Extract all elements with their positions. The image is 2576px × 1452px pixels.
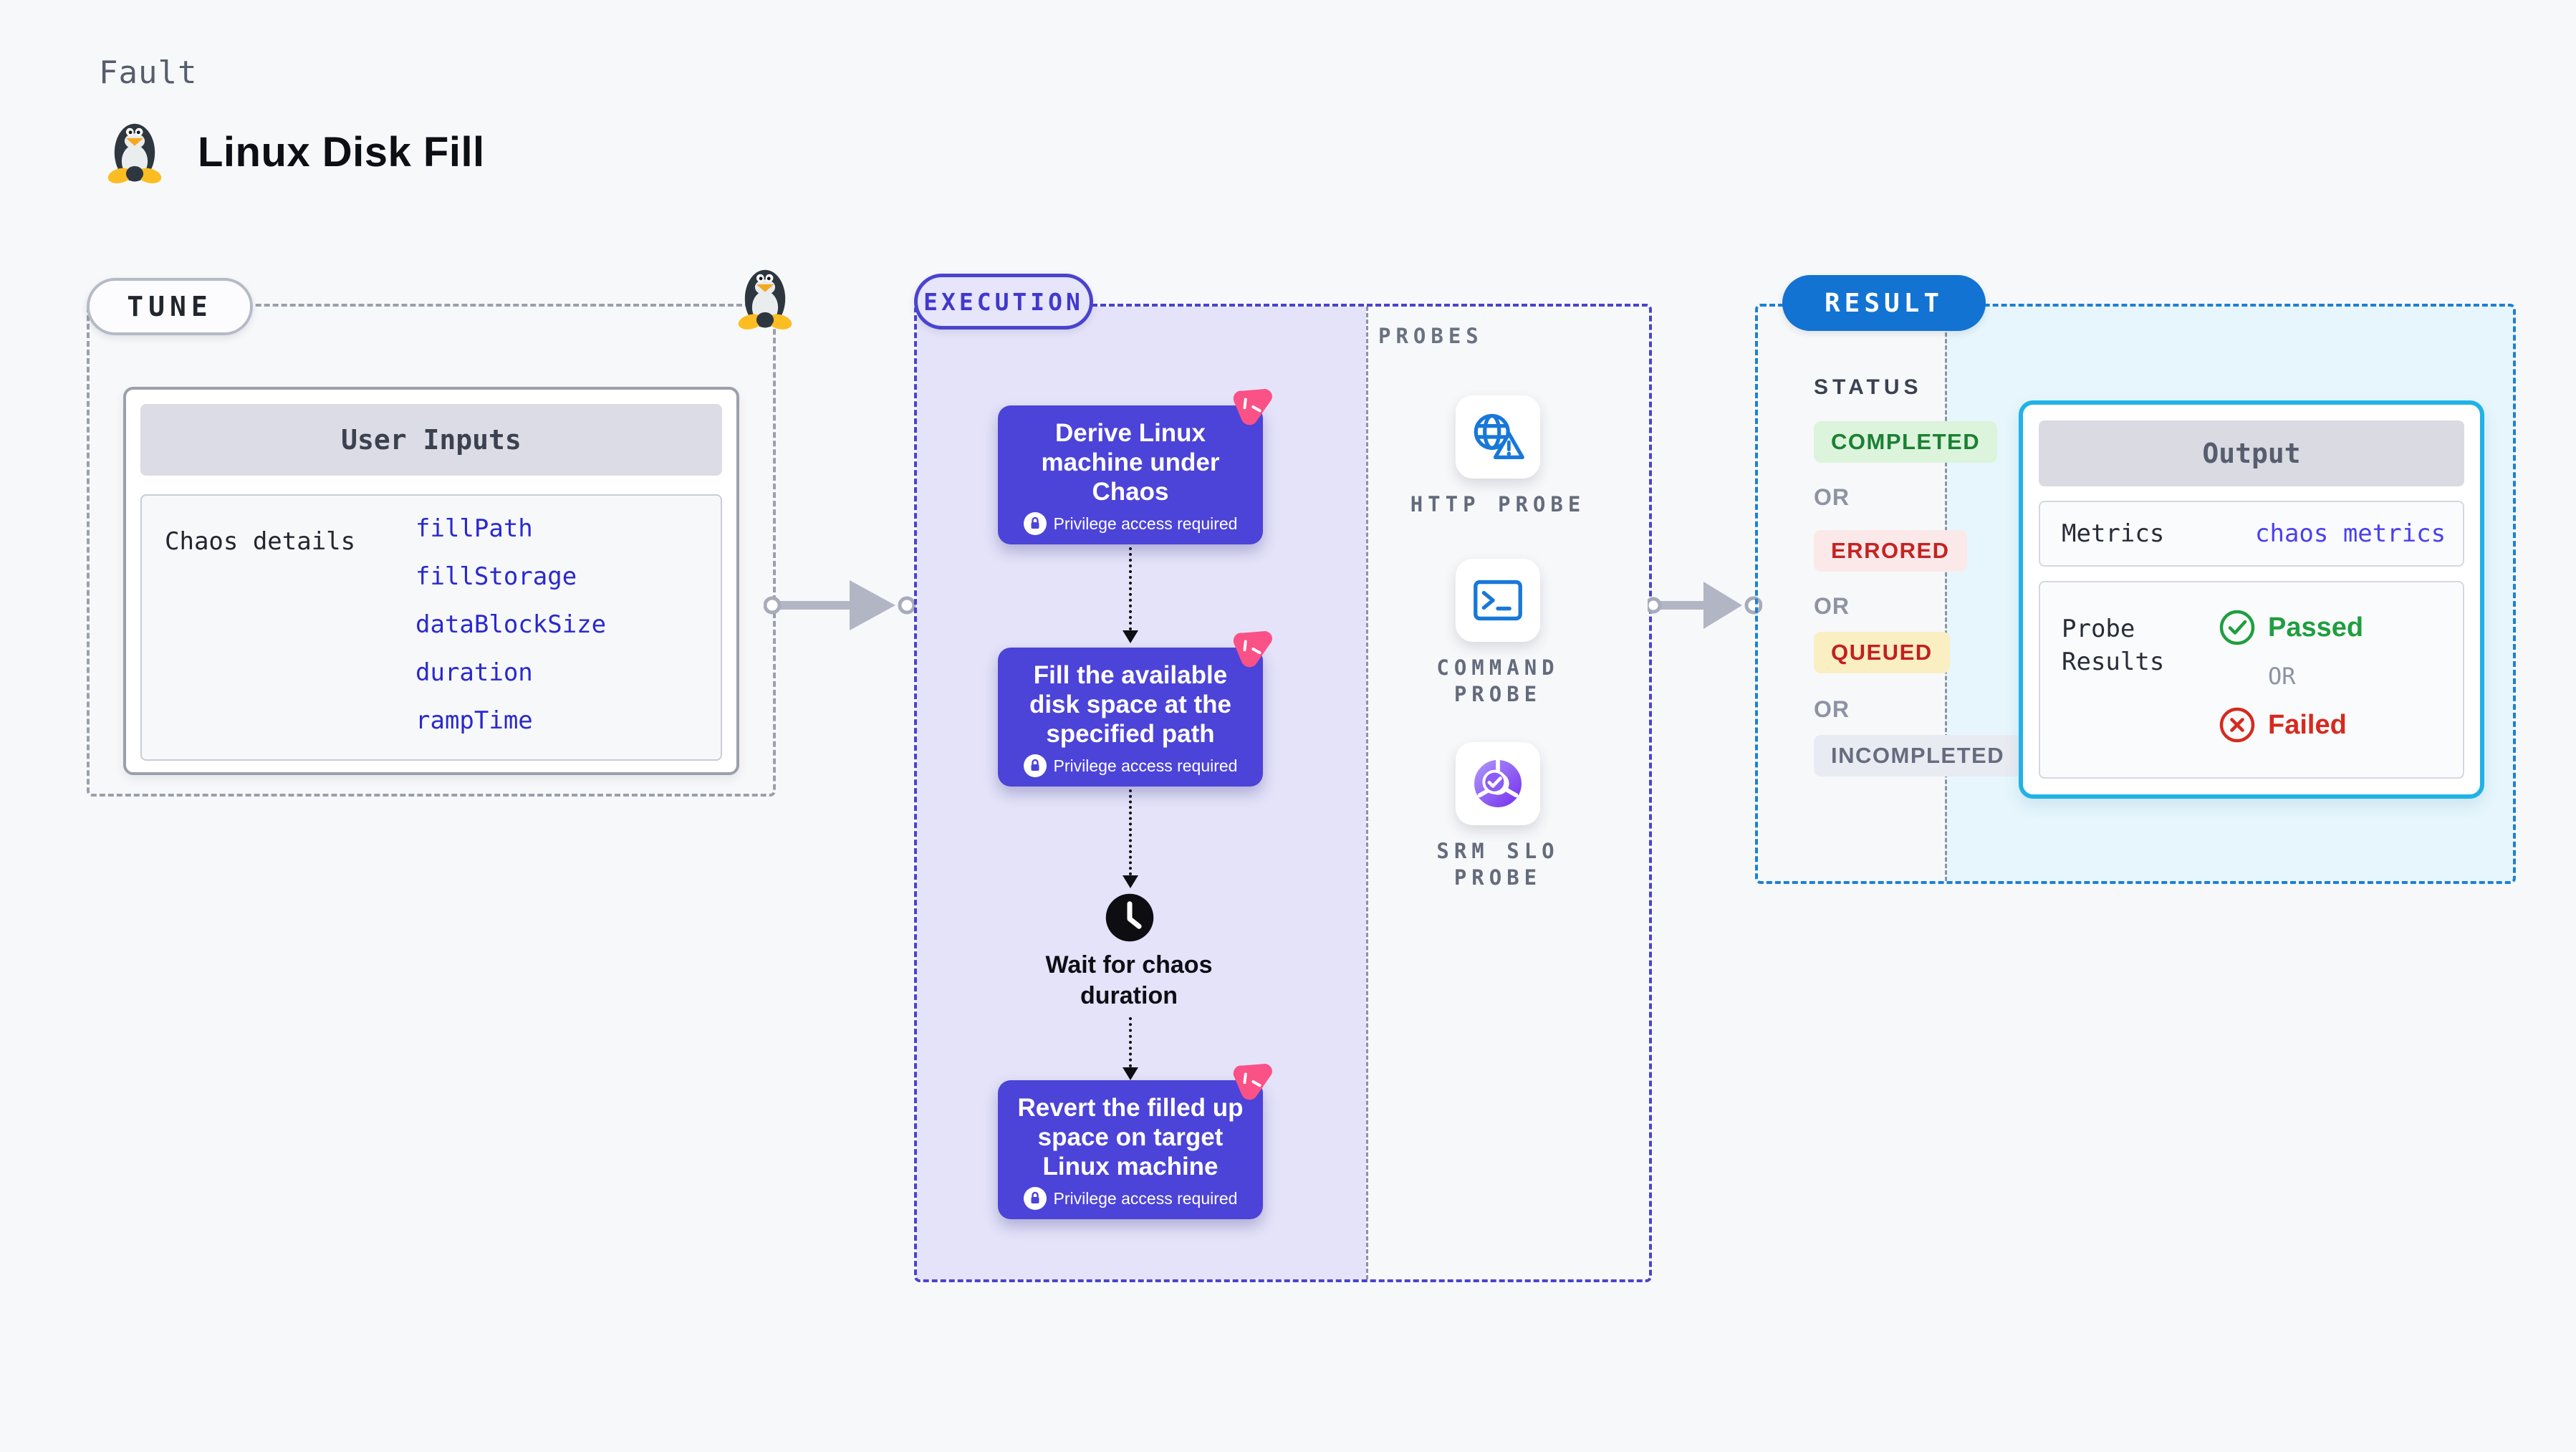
failed-label: Failed	[2268, 709, 2347, 740]
step-card-fill-disk: Fill the available disk space at the spe…	[998, 630, 1272, 787]
status-badge-errored: ERRORED	[1814, 530, 1967, 572]
probe-results-label: Probe Results	[2062, 615, 2165, 676]
chaos-input-list: fillPath fillStorage dataBlockSize durat…	[415, 514, 606, 735]
execution-section-label: EXECUTION	[914, 274, 1093, 330]
tune-section-box	[87, 304, 776, 797]
chaos-badge-icon	[1231, 387, 1273, 427]
user-inputs-card: User Inputs Chaos details fillPath fillS…	[123, 387, 739, 775]
tune-to-execution-arrow	[764, 573, 918, 638]
input-link-fillstorage[interactable]: fillStorage	[415, 562, 577, 591]
or-separator: OR	[1814, 696, 1850, 722]
output-header: Output	[2039, 420, 2464, 486]
tune-section-label: TUNE	[87, 278, 253, 335]
command-probe-card[interactable]	[1456, 559, 1540, 642]
x-circle-icon	[2218, 706, 2257, 744]
or-separator: OR	[1814, 593, 1850, 619]
passed-label: Passed	[2268, 612, 2364, 643]
status-heading: STATUS	[1814, 375, 1923, 399]
chaos-metrics-link[interactable]: chaos metrics	[2255, 519, 2446, 548]
wait-step-label: Wait for chaos duration	[1045, 951, 1213, 1009]
tux-penguin-icon	[105, 116, 165, 183]
metrics-row: Metrics chaos metrics	[2039, 501, 2464, 567]
or-separator: OR	[2268, 663, 2296, 690]
probes-divider	[1366, 307, 1368, 1279]
user-inputs-header: User Inputs	[140, 404, 722, 476]
input-link-fillpath[interactable]: fillPath	[415, 514, 533, 543]
step-connector	[1129, 1017, 1132, 1067]
connector-arrowhead-icon	[1123, 1067, 1138, 1080]
user-inputs-body: Chaos details fillPath fillStorage dataB…	[140, 494, 722, 761]
privilege-note: Privilege access required	[1053, 1188, 1238, 1208]
metrics-label: Metrics	[2062, 519, 2165, 548]
connector-arrowhead-icon	[1123, 630, 1138, 643]
terminal-icon	[1471, 579, 1524, 622]
step-title: Fill the available disk space at the spe…	[1029, 661, 1232, 748]
privilege-note: Privilege access required	[1053, 756, 1238, 775]
input-link-ramptime[interactable]: rampTime	[415, 706, 533, 735]
result-section-label: RESULT	[1782, 275, 1986, 331]
step-title: Derive Linux machine under Chaos	[1041, 419, 1220, 506]
step-card-derive-machine: Derive Linux machine under Chaos Privile…	[998, 388, 1272, 544]
privilege-note: Privilege access required	[1053, 514, 1238, 533]
lock-icon	[1023, 1187, 1047, 1210]
lock-icon	[1023, 754, 1047, 777]
http-probe-card[interactable]	[1456, 395, 1540, 479]
srm-slo-probe-label: SRM SLO PROBE	[1436, 839, 1559, 890]
output-card: Output Metrics chaos metrics Probe Resul…	[2019, 400, 2484, 799]
chaos-badge-icon	[1231, 1062, 1273, 1102]
check-circle-icon	[2218, 608, 2257, 647]
connector-arrowhead-icon	[1123, 875, 1138, 888]
globe-alert-icon	[1470, 410, 1526, 463]
input-link-duration[interactable]: duration	[415, 658, 533, 687]
step-card-revert-space: Revert the filled up space on target Lin…	[998, 1063, 1272, 1219]
status-badge-incompleted: INCOMPLETED	[1814, 735, 2022, 777]
input-link-datablocksize[interactable]: dataBlockSize	[415, 610, 607, 639]
status-badge-queued: QUEUED	[1814, 632, 1950, 673]
step-connector	[1129, 789, 1132, 875]
lock-icon	[1023, 512, 1047, 535]
probes-zone-label: PROBES	[1378, 324, 1484, 348]
chaos-badge-icon	[1231, 629, 1273, 669]
execution-to-result-arrow	[1648, 573, 1762, 638]
fault-kicker: Fault	[99, 54, 198, 91]
http-probe-label: HTTP PROBE	[1410, 492, 1586, 516]
page-title: Linux Disk Fill	[198, 128, 485, 176]
status-badge-completed: COMPLETED	[1814, 421, 1998, 463]
probe-results-row: Probe Results Passed OR	[2039, 581, 2464, 779]
clock-icon	[1105, 893, 1155, 943]
chaos-details-label: Chaos details	[165, 527, 356, 556]
command-probe-label: COMMAND PROBE	[1436, 655, 1559, 706]
slo-donut-icon	[1471, 757, 1524, 810]
step-title: Revert the filled up space on target Lin…	[1017, 1094, 1244, 1181]
or-separator: OR	[1814, 484, 1850, 510]
tux-penguin-icon	[735, 262, 795, 330]
srm-slo-probe-card[interactable]	[1456, 742, 1540, 825]
step-connector	[1129, 547, 1132, 630]
